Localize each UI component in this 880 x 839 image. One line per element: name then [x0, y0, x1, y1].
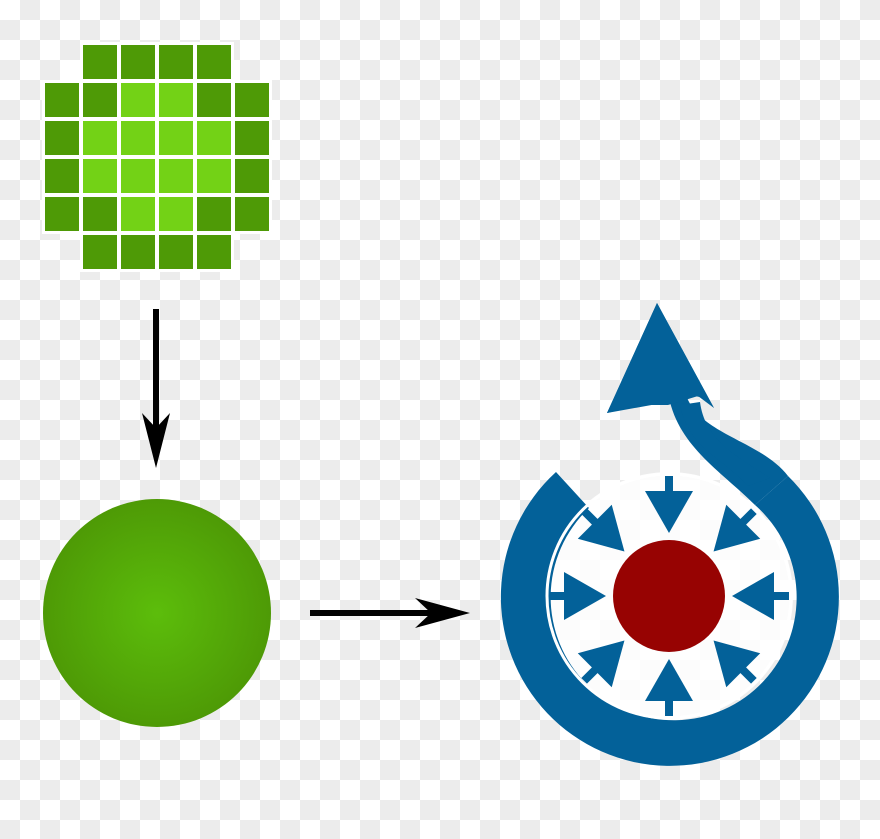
pixel-cell	[197, 45, 231, 79]
pixel-cell	[159, 45, 193, 79]
pixel-cell	[197, 121, 231, 155]
pixel-cell	[83, 235, 117, 269]
pixel-grid-icon	[42, 42, 272, 272]
inward-arrow-icon	[549, 572, 606, 620]
commons-logo-icon	[500, 303, 839, 766]
pixel-cell	[121, 235, 155, 269]
inward-arrow-icon	[645, 659, 693, 716]
inward-arrow-icon	[577, 504, 625, 552]
pixel-cell	[159, 83, 193, 117]
commons-center-dot	[613, 540, 725, 652]
pixel-cell	[159, 159, 193, 193]
pixel-cell	[121, 83, 155, 117]
inward-arrow-icon	[577, 640, 625, 688]
pixel-cell	[159, 235, 193, 269]
pixel-cell	[235, 197, 269, 231]
pixel-cell	[235, 83, 269, 117]
pixel-cell	[83, 83, 117, 117]
arrow-right-icon	[310, 598, 470, 628]
pixel-cell	[83, 197, 117, 231]
pixel-cell	[121, 45, 155, 79]
pixel-cell	[197, 197, 231, 231]
pixel-cell	[235, 159, 269, 193]
pixel-cell	[83, 159, 117, 193]
green-circle	[43, 499, 271, 727]
pixel-cell	[45, 159, 79, 193]
arrow-down-icon	[142, 309, 170, 468]
pixel-cell	[83, 121, 117, 155]
inward-arrow-icon	[713, 504, 761, 552]
pixel-cell	[45, 121, 79, 155]
inward-arrow-icon	[713, 640, 761, 688]
pixel-cell	[197, 159, 231, 193]
pixel-cell	[45, 197, 79, 231]
inward-arrow-icon	[645, 476, 693, 533]
pixel-cell	[121, 197, 155, 231]
inward-arrow-icon	[732, 572, 789, 620]
pixel-cell	[197, 83, 231, 117]
pixel-cell	[159, 121, 193, 155]
pixel-cell	[197, 235, 231, 269]
pixel-cell	[159, 197, 193, 231]
pixel-cell	[83, 45, 117, 79]
pixel-cell	[121, 159, 155, 193]
pixel-cell	[235, 121, 269, 155]
pixel-cell	[45, 83, 79, 117]
pixel-cell	[121, 121, 155, 155]
